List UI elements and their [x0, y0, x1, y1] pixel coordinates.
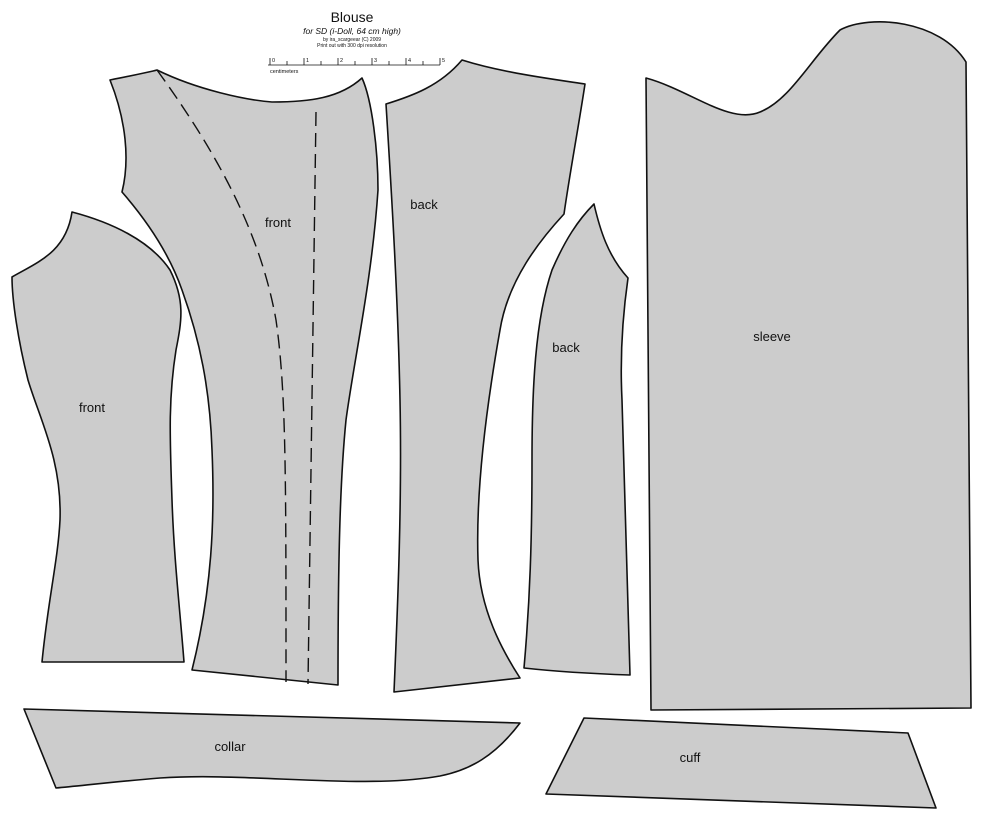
ruler-tick-label: 5: [442, 58, 445, 64]
ruler-tick-label: 2: [340, 58, 343, 64]
cuff-piece: [545, 717, 937, 809]
front-grainline-guide: [307, 111, 317, 685]
collar-label: collar: [214, 739, 246, 754]
ruler-tick-label: 0: [272, 58, 275, 64]
front-center-guide: [156, 69, 287, 683]
print-note: Print out with 300 dpi resolution: [317, 43, 387, 49]
front-side-piece: [11, 211, 185, 663]
front-center-piece: [109, 69, 379, 686]
back-side-piece: [523, 203, 631, 676]
back-side-label: back: [552, 340, 580, 355]
centimeter-ruler: 0 1 2 3 4 5 centimeters: [268, 58, 445, 75]
sleeve-piece: [645, 21, 972, 711]
ruler-unit-label: centimeters: [270, 69, 299, 75]
front-side-label: front: [79, 400, 105, 415]
pattern-credit: by ira_scargeear (C) 2009: [323, 37, 381, 43]
ruler-ticks: [269, 58, 441, 65]
cuff-label: cuff: [680, 750, 701, 765]
pattern-header: Blouse for SD (i-Doll, 64 cm high) by ir…: [303, 9, 401, 49]
ruler-tick-label: 3: [374, 58, 377, 64]
back-center-label: back: [410, 197, 438, 212]
sleeve-label: sleeve: [753, 329, 791, 344]
pattern-subtitle: for SD (i-Doll, 64 cm high): [303, 26, 401, 36]
ruler-tick-label: 1: [306, 58, 309, 64]
collar-piece: [23, 708, 521, 789]
front-center-label: front: [265, 215, 291, 230]
ruler-tick-labels: 0 1 2 3 4 5: [272, 58, 445, 64]
back-center-piece: [385, 59, 586, 693]
pattern-title: Blouse: [331, 9, 374, 25]
ruler-tick-label: 4: [408, 58, 411, 64]
